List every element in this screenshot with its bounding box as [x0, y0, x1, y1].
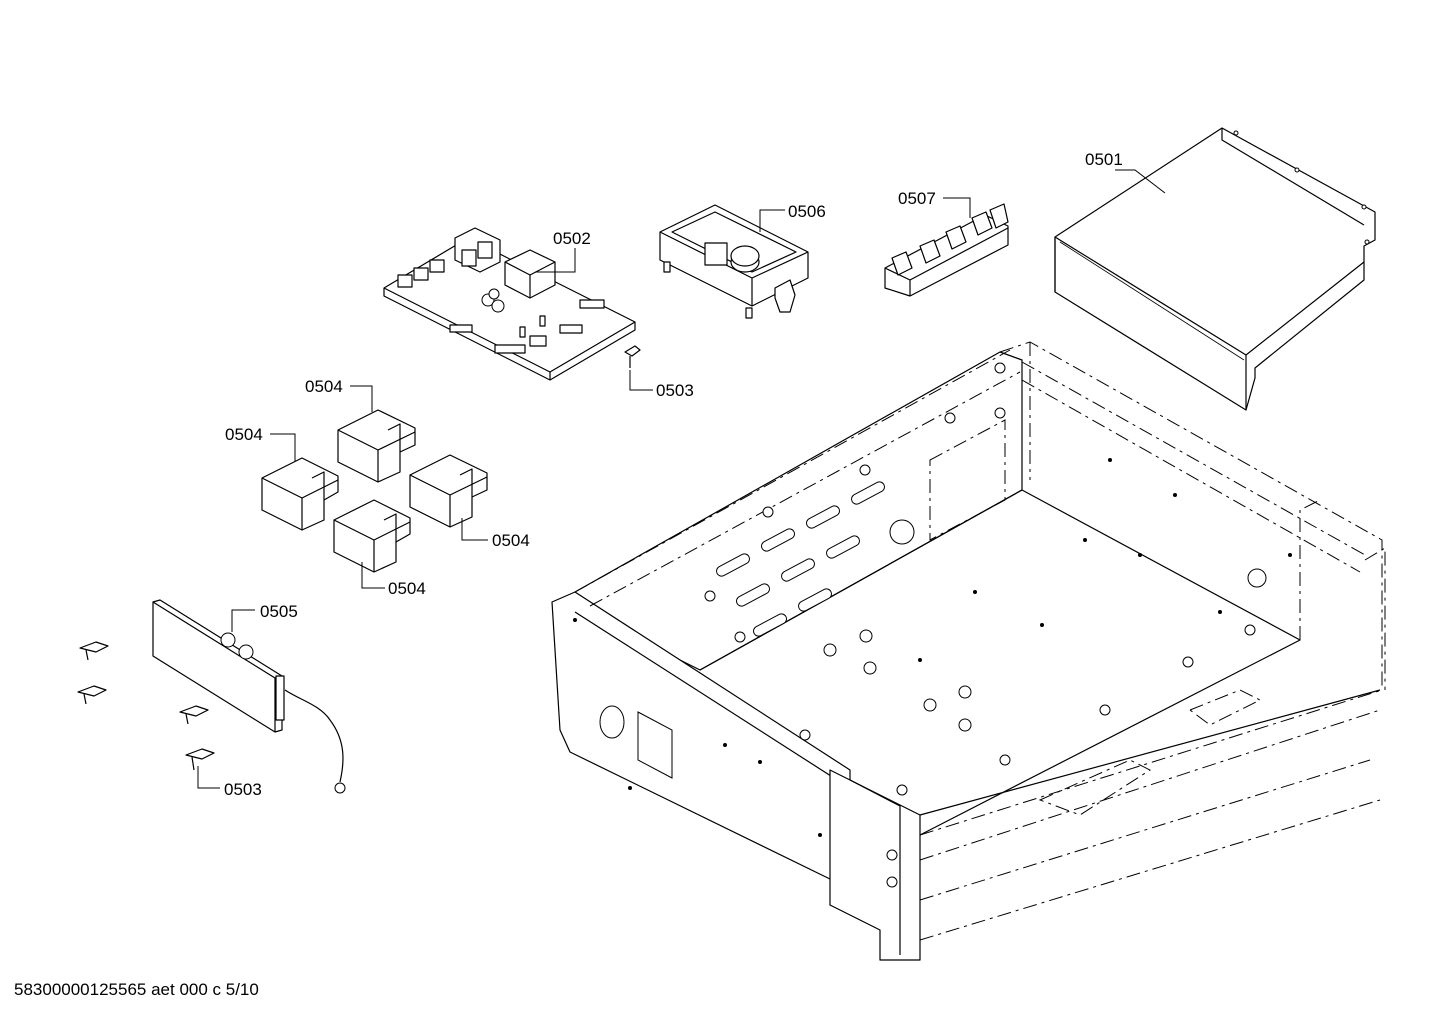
- label-0504-bottom: 0504: [388, 579, 426, 598]
- part-0504-block-4: [333, 499, 411, 573]
- label-0504-left: 0504: [225, 425, 263, 444]
- part-labels: 0501 0502 0503 0506 0507 0504 0504 0504 …: [224, 150, 1123, 799]
- label-0506: 0506: [788, 202, 826, 221]
- label-0502: 0502: [553, 229, 591, 248]
- label-0507: 0507: [898, 189, 936, 208]
- label-0501: 0501: [1085, 150, 1123, 169]
- label-0503-lower: 0503: [224, 780, 262, 799]
- part-0502-control-board: [383, 227, 636, 381]
- drawing-reference-number: 58300000125565 aet 000 c 5/10: [14, 980, 259, 999]
- part-0503-clips: [77, 345, 641, 771]
- part-0501-cover: [1054, 127, 1376, 411]
- part-0504-block-3: [409, 454, 488, 528]
- leader-lines: [197, 169, 1166, 789]
- part-0506-housing: [659, 204, 809, 319]
- label-0505: 0505: [260, 602, 298, 621]
- part-0504-block-1: [337, 409, 416, 483]
- part-0504-block-2: [261, 457, 339, 531]
- label-0504-right: 0504: [492, 531, 530, 550]
- part-0507-connector-block: [884, 203, 1009, 297]
- label-0504-top: 0504: [305, 377, 343, 396]
- part-0505-display-board: [152, 599, 346, 794]
- label-0503-upper: 0503: [656, 381, 694, 400]
- part-chassis-frame: [551, 341, 1386, 961]
